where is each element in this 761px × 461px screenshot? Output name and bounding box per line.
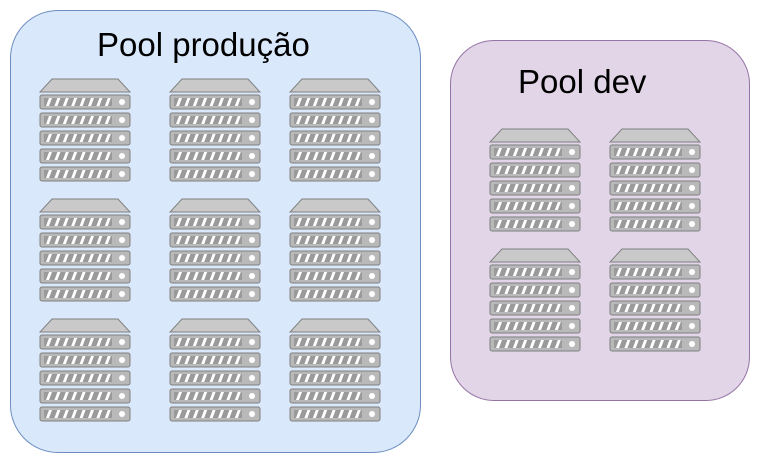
server-icon — [39, 78, 131, 182]
server-icon — [39, 198, 131, 302]
server-icon — [289, 198, 381, 302]
pool-production-title: Pool produção — [97, 26, 310, 63]
server-icon — [39, 318, 131, 422]
server-icon — [289, 78, 381, 182]
server-icon — [289, 318, 381, 422]
server-icon — [169, 318, 261, 422]
pool-dev-title: Pool dev — [518, 63, 647, 100]
server-icon — [609, 128, 701, 232]
server-icon — [609, 248, 701, 352]
server-icon — [169, 198, 261, 302]
server-icon — [489, 128, 581, 232]
server-icon — [489, 248, 581, 352]
server-icon — [169, 78, 261, 182]
